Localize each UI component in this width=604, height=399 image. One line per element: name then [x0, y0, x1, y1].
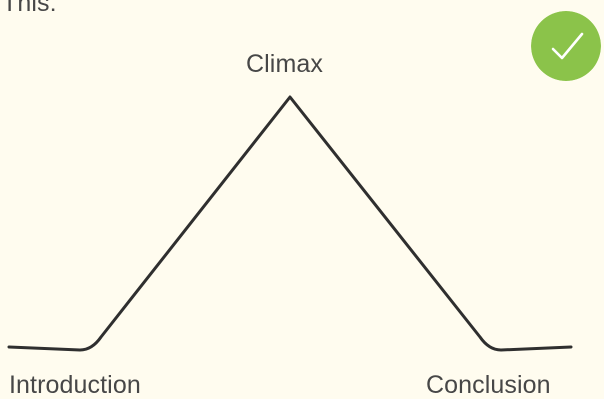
story-arc-line	[7, 95, 573, 352]
check-badge-circle	[531, 11, 601, 81]
heading-fragment: This:	[2, 0, 57, 17]
checkmark-icon	[551, 32, 584, 60]
check-badge	[531, 11, 601, 81]
introduction-label: Introduction	[9, 371, 141, 399]
climax-label: Climax	[246, 50, 323, 78]
conclusion-label: Conclusion	[426, 371, 551, 399]
